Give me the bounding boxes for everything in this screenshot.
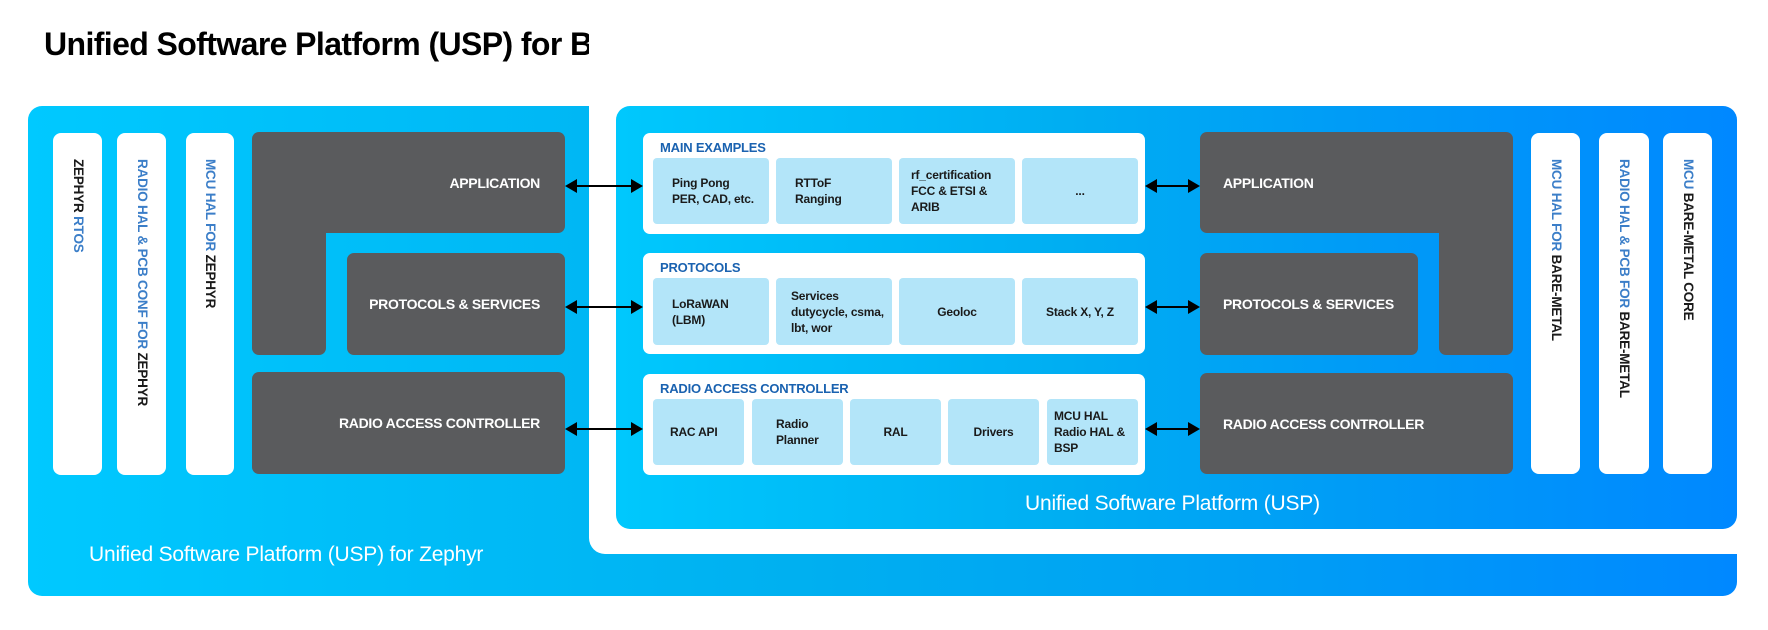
- column-mcu-hal-zephyr: MCU HAL FOR ZEPHYR: [186, 133, 234, 475]
- main-examples-group: MAIN EXAMPLES Ping Pong PER, CAD, etc. R…: [643, 133, 1145, 234]
- baremetal-application-block-leg: [1439, 200, 1513, 355]
- rac-item: MCU HAL Radio HAL & BSP: [1047, 399, 1138, 465]
- rac-group: RADIO ACCESS CONTROLLER RAC API Radio Pl…: [643, 374, 1145, 475]
- double-arrow-icon: [1145, 422, 1200, 436]
- rac-item: RAL: [850, 399, 941, 465]
- zephyr-panel-label: Unified Software Platform (USP) for Zeph…: [89, 543, 484, 566]
- column-radio-hal-baremetal: RADIO HAL & PCB FOR BARE-METAL: [1599, 133, 1649, 474]
- double-arrow-icon: [1145, 179, 1200, 193]
- protocol-item: LoRaWAN (LBM): [653, 278, 769, 345]
- rac-item: Radio Planner: [752, 399, 843, 465]
- example-item: RTToF Ranging: [776, 158, 892, 224]
- double-arrow-icon: [565, 422, 643, 436]
- arrow-protocols-right: [1145, 300, 1200, 314]
- column-mcu-hal-baremetal: MCU HAL FOR BARE-METAL: [1531, 133, 1580, 474]
- zephyr-application-block-leg: [252, 200, 326, 355]
- protocols-group: PROTOCOLS LoRaWAN (LBM) Services dutycyc…: [643, 253, 1145, 354]
- arrow-application-left: [565, 179, 643, 193]
- arrow-protocols-left: [565, 300, 643, 314]
- protocol-item: Services dutycycle, csma, lbt, wor: [776, 278, 892, 345]
- protocol-item: Geoloc: [899, 278, 1015, 345]
- double-arrow-icon: [565, 300, 643, 314]
- main-examples-title: MAIN EXAMPLES: [660, 140, 766, 155]
- example-item: Ping Pong PER, CAD, etc.: [653, 158, 769, 224]
- column-zephyr-rtos: ZEPHYR RTOS: [53, 133, 102, 475]
- double-arrow-icon: [1145, 300, 1200, 314]
- rac-item: Drivers: [948, 399, 1039, 465]
- zephyr-protocols-block: PROTOCOLS & SERVICES: [347, 253, 565, 355]
- zephyr-rac-block: RADIO ACCESS CONTROLLER: [252, 372, 565, 474]
- example-item: ...: [1022, 158, 1138, 224]
- rac-item: RAC API: [653, 399, 744, 465]
- double-arrow-icon: [565, 179, 643, 193]
- arrow-rac-right: [1145, 422, 1200, 436]
- baremetal-protocols-block: PROTOCOLS & SERVICES: [1200, 253, 1418, 355]
- usp-panel-label: Unified Software Platform (USP): [1025, 492, 1320, 515]
- rac-title: RADIO ACCESS CONTROLLER: [660, 381, 849, 396]
- arrow-rac-left: [565, 422, 643, 436]
- baremetal-rac-block: RADIO ACCESS CONTROLLER: [1200, 373, 1513, 474]
- column-radio-hal-zephyr: RADIO HAL & PCB CONF FOR ZEPHYR: [117, 133, 166, 475]
- column-mcu-baremetal-core: MCU BARE-METAL CORE: [1663, 133, 1712, 474]
- example-item: rf_certification FCC & ETSI & ARIB: [899, 158, 1015, 224]
- arrow-application-right: [1145, 179, 1200, 193]
- protocols-title: PROTOCOLS: [660, 260, 741, 275]
- protocol-item: Stack X, Y, Z: [1022, 278, 1138, 345]
